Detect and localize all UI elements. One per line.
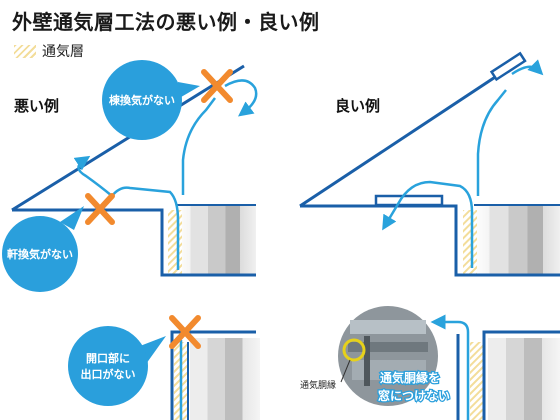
opening-callout-line1: 開口部に [86,351,130,365]
legend-label: 通気層 [42,44,84,60]
ridge-vent-cap [489,51,527,82]
eaves-vent [374,194,444,207]
good-roof-diagram [299,51,560,277]
good-window-wall-layers [488,338,560,420]
legend: 通気層 [14,41,84,61]
window-photo [338,306,438,406]
opening-cross-icon [169,315,201,349]
window-callout-line2: 窓につけない [378,388,450,403]
bad-airflow-eaves-arrow [73,155,113,197]
ridge-cross-icon [201,69,233,103]
good-window-diagram: 通気胴縁 通気胴縁を 窓につけない [300,306,560,420]
opening-callout-line2: 出口がない [81,367,136,381]
page-title: 外壁通気層工法の悪い例・良い例 [12,10,320,34]
eaves-callout: 軒換気がない [2,206,84,292]
bad-opening-frame [170,330,256,420]
eaves-callout-text: 軒換気がない [7,247,73,261]
good-roof-line [299,60,519,208]
ridge-callout-text: 棟換気がない [109,93,175,107]
bad-airflow-ridge [181,97,216,195]
furring-highlight-ring [342,338,366,362]
furring-leader-line [340,359,351,383]
bad-air-layer [168,210,182,275]
good-window-frame [456,330,560,420]
bad-opening-diagram [169,315,260,420]
good-air-layer [463,210,477,275]
good-wall-layers [474,205,560,275]
bad-example-label: 悪い例 [14,97,60,115]
good-airflow-eaves [382,180,474,268]
good-window-airflow [430,314,470,420]
bad-airflow-eaves [111,186,180,270]
bad-wall-layers [176,205,256,275]
opening-callout: 開口部に 出口がない [68,326,166,406]
bad-opening-wall-layers [190,338,260,420]
good-example-label: 良い例 [335,97,381,115]
good-window-air-layer [470,342,484,420]
window-callout-line1: 通気胴縁を [380,370,440,385]
good-airflow-ridge-arrow [511,59,544,76]
bad-roof-outline [11,64,256,277]
eaves-cross-icon [85,193,115,225]
bad-roof-diagram [11,64,258,277]
good-airflow-ridge [476,89,507,196]
ridge-callout: 棟換気がない [102,60,200,140]
bad-airflow-ridge-arrow [224,79,258,117]
furring-label: 通気胴縁 [300,379,336,391]
air-layer-swatch [14,44,36,58]
